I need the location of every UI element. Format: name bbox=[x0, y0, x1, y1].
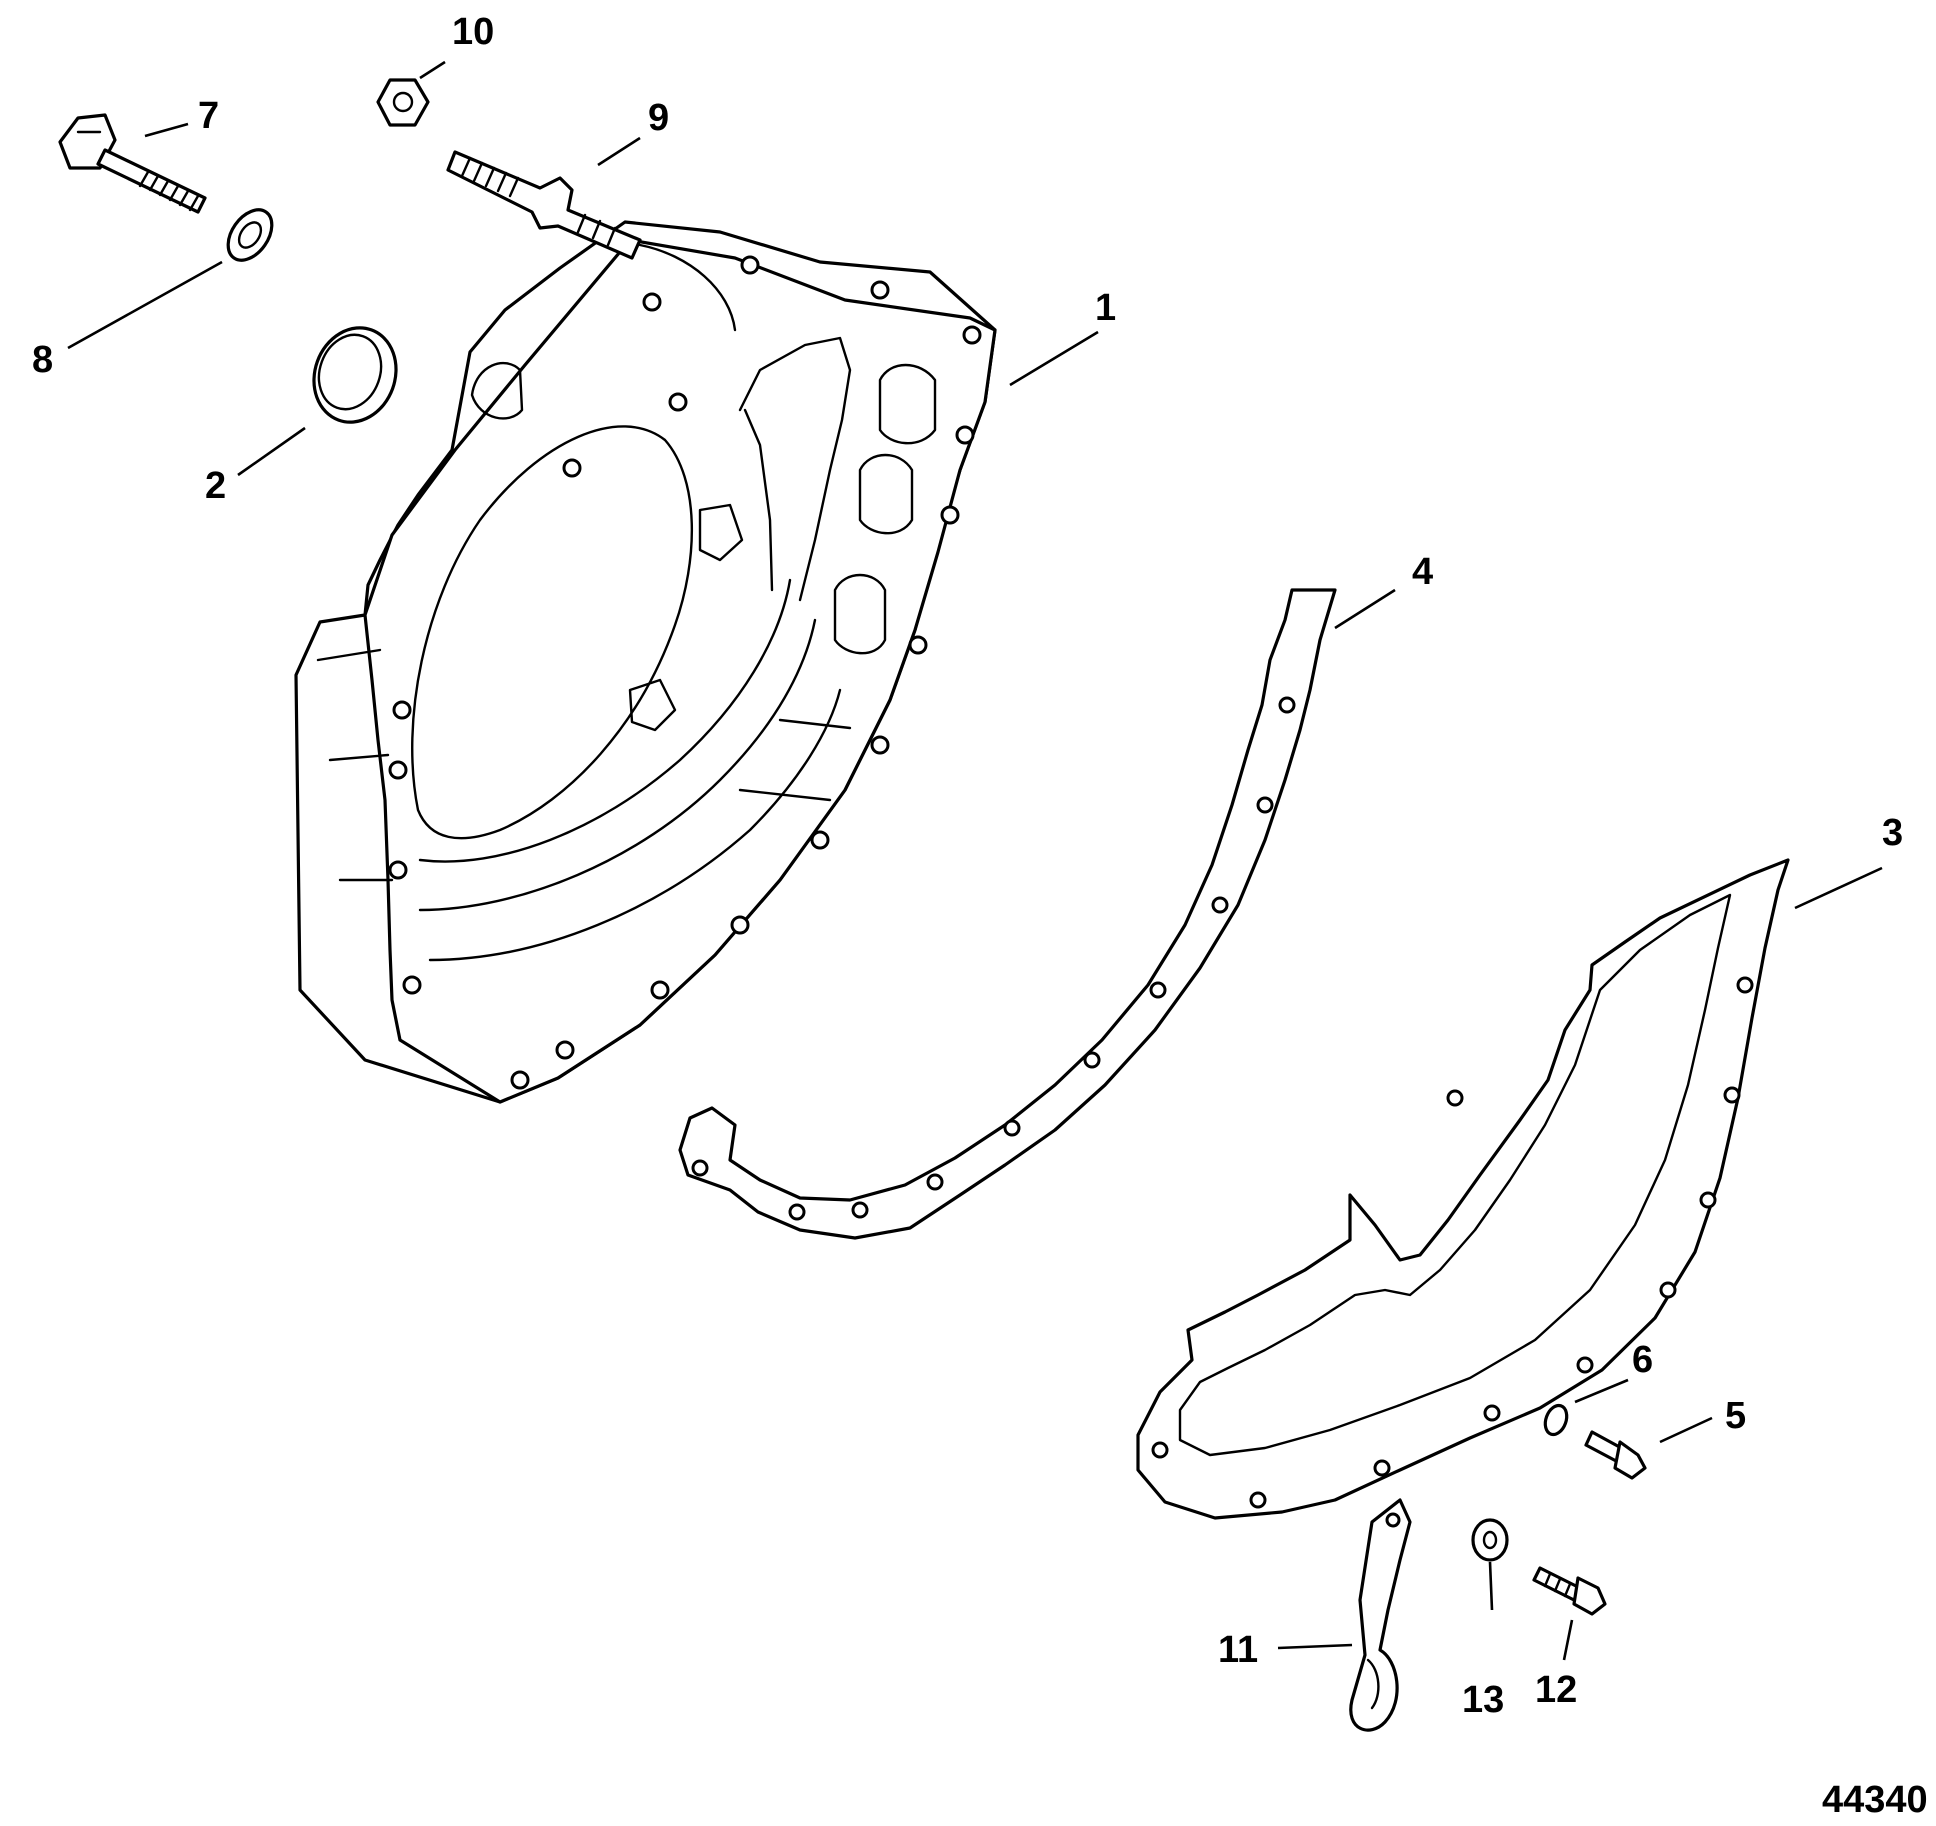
clamp-screw[interactable] bbox=[1532, 1566, 1607, 1616]
figure-id: 44340 bbox=[1822, 1779, 1928, 1821]
callout-6: 6 bbox=[1632, 1339, 1653, 1381]
cover-plate[interactable] bbox=[1136, 858, 1790, 1520]
callout-13: 13 bbox=[1462, 1679, 1504, 1721]
bolt[interactable] bbox=[58, 113, 207, 214]
cup-plug[interactable] bbox=[301, 316, 409, 434]
callout-2: 2 bbox=[205, 465, 226, 507]
flat-washer[interactable] bbox=[1471, 1518, 1509, 1562]
callout-9: 9 bbox=[648, 97, 669, 139]
gasket[interactable] bbox=[678, 588, 1337, 1240]
callout-7: 7 bbox=[198, 95, 219, 137]
callout-8: 8 bbox=[32, 339, 53, 381]
leader-lines bbox=[67, 60, 1883, 1661]
callout-1: 1 bbox=[1095, 287, 1116, 329]
nut[interactable] bbox=[376, 78, 430, 127]
callout-labels: 1 2 3 4 5 6 7 8 9 10 11 12 13 bbox=[32, 11, 1903, 1721]
callout-10: 10 bbox=[452, 11, 494, 53]
callout-11: 11 bbox=[1218, 1629, 1258, 1671]
callout-4: 4 bbox=[1412, 551, 1433, 593]
stud[interactable] bbox=[446, 150, 642, 260]
callout-3: 3 bbox=[1882, 812, 1903, 854]
callout-5: 5 bbox=[1725, 1395, 1746, 1437]
flywheel-housing[interactable] bbox=[294, 220, 997, 1104]
callout-12: 12 bbox=[1535, 1669, 1577, 1711]
clamp[interactable] bbox=[1349, 1498, 1412, 1732]
lock-washer[interactable] bbox=[1541, 1402, 1570, 1437]
washer[interactable] bbox=[219, 202, 281, 269]
screw[interactable] bbox=[1584, 1430, 1647, 1480]
